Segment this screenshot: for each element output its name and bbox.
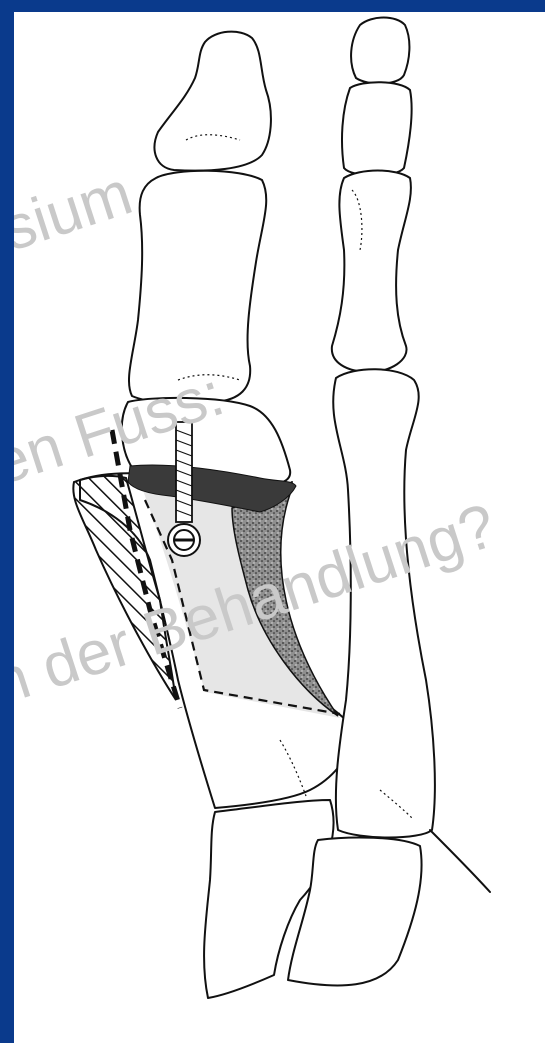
second-toe-middle-phalanx	[342, 82, 412, 175]
forefoot-osteotomy-diagram	[14, 12, 545, 1043]
illustration-frame: sium en Fuss: n der Behandlung?	[14, 12, 545, 1043]
lateral-outline	[430, 830, 490, 892]
hallux-distal-phalanx	[155, 32, 271, 171]
second-metatarsal	[333, 369, 435, 837]
second-toe-distal-phalanx	[351, 18, 409, 84]
hallux-proximal-phalanx	[129, 171, 266, 403]
second-toe-proximal-phalanx	[332, 171, 411, 373]
